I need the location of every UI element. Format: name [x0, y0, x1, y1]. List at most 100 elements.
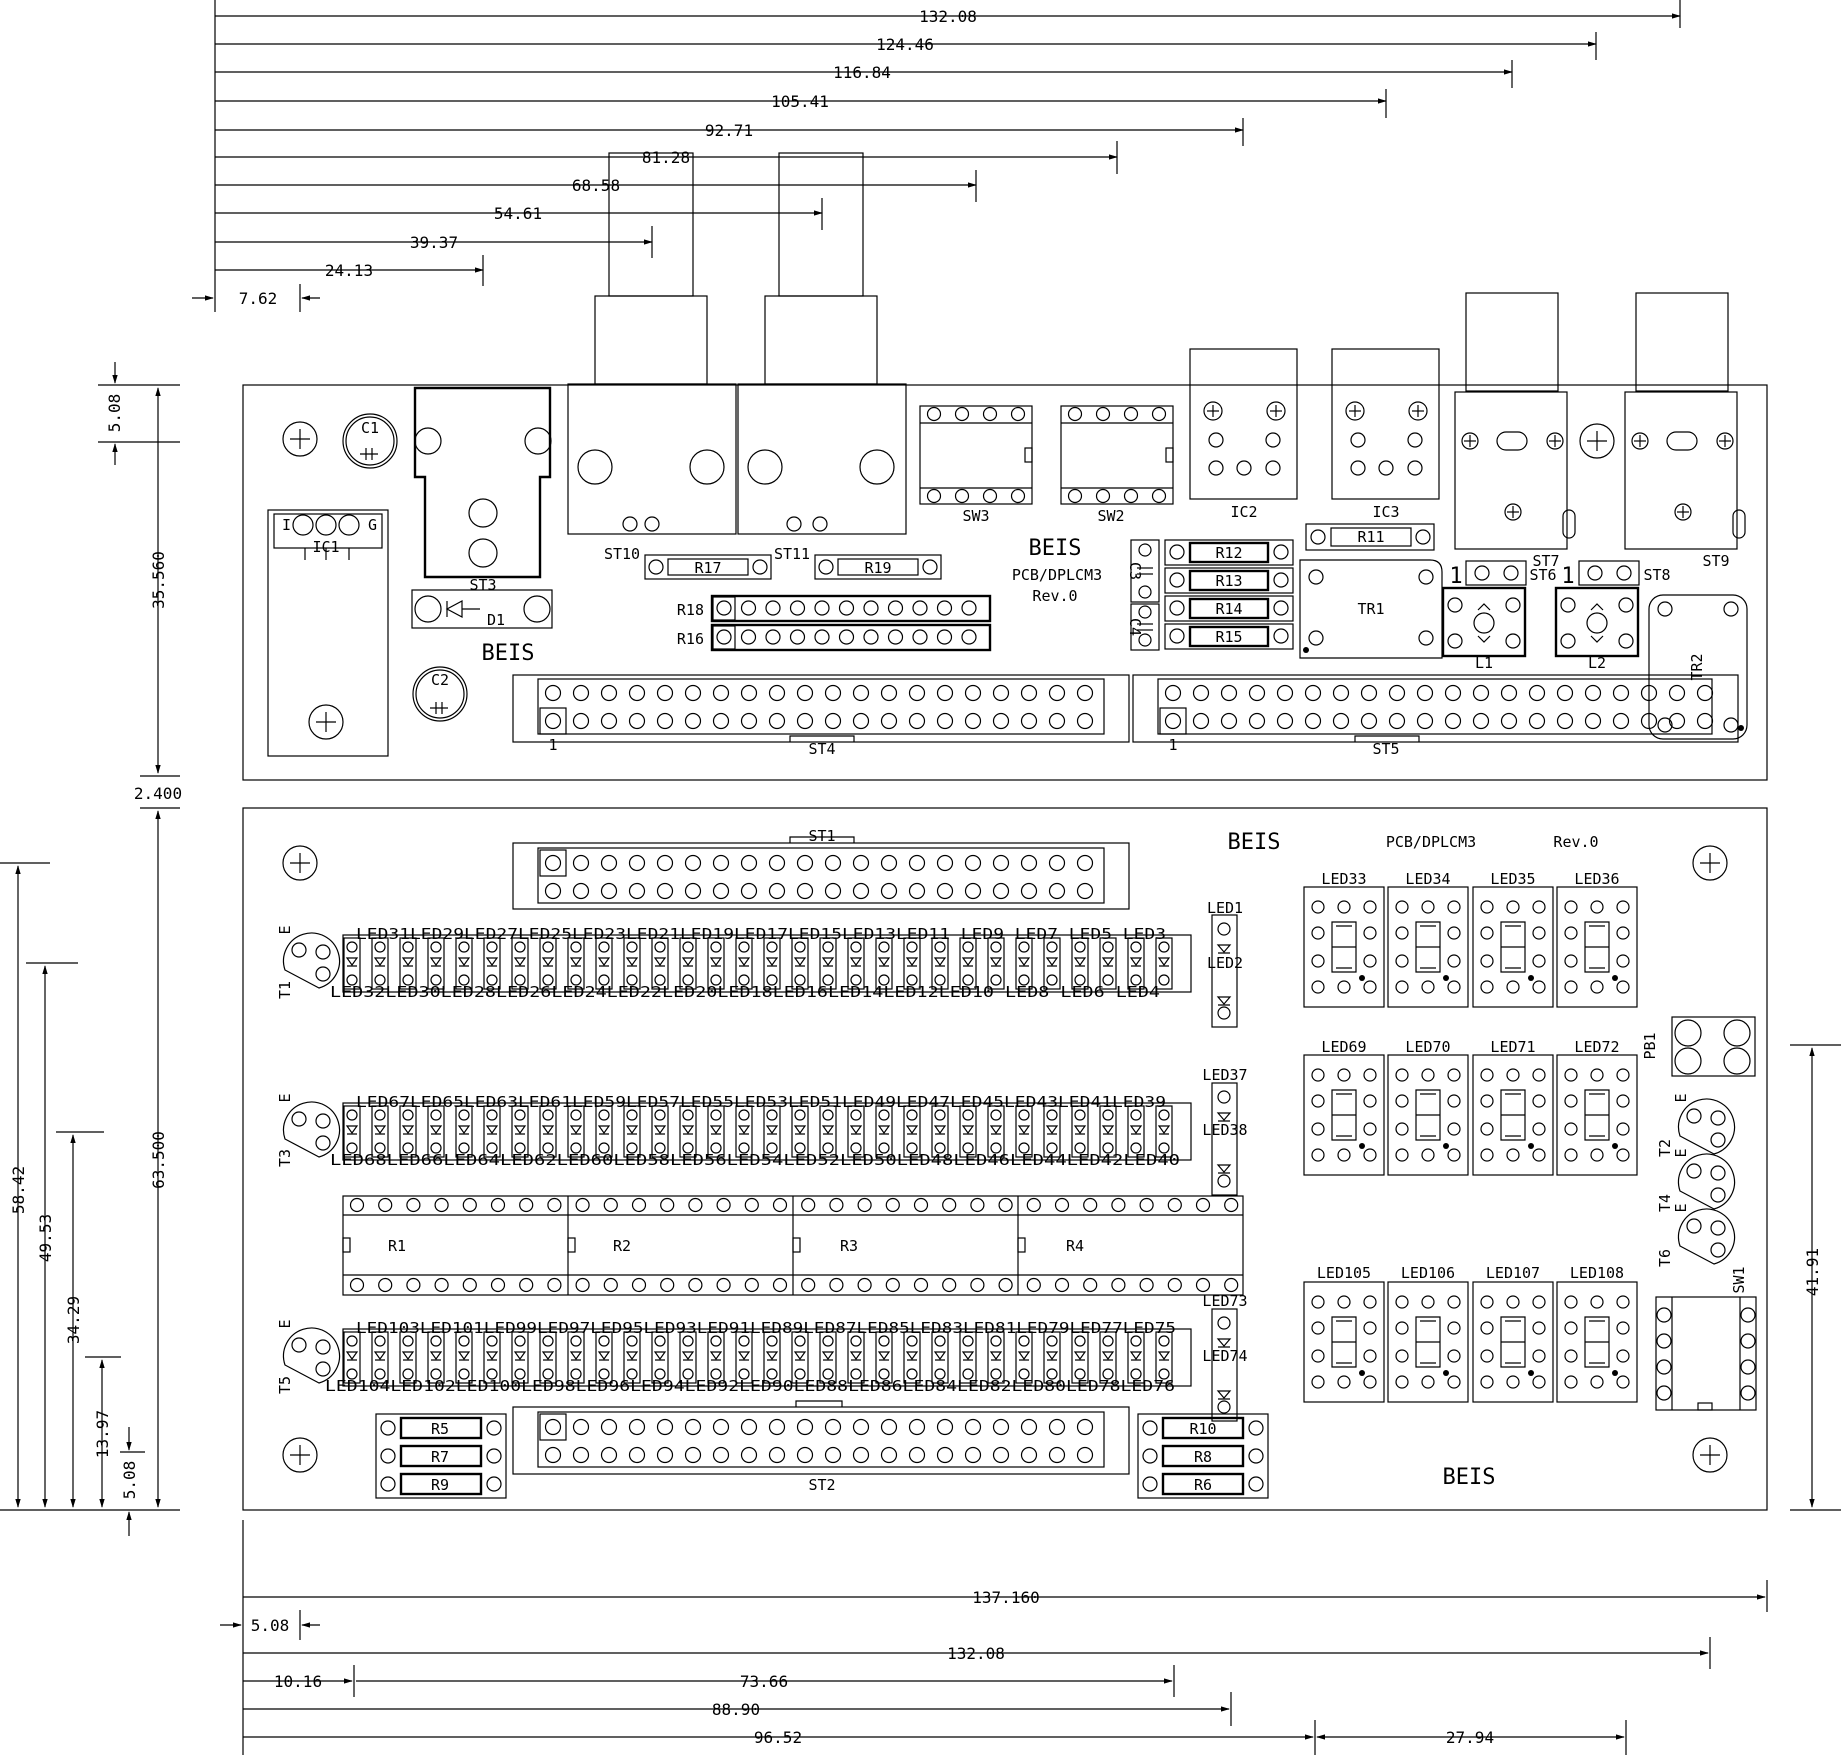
pin [1616, 900, 1630, 914]
diode-icon [1017, 957, 1031, 967]
pin [814, 600, 830, 616]
led-pad [906, 1142, 918, 1154]
pin [1026, 1197, 1041, 1213]
pin [1612, 712, 1630, 730]
led-pad [1130, 1368, 1142, 1380]
led-cell [1127, 1331, 1145, 1384]
pin [936, 712, 954, 730]
pin [688, 1277, 703, 1293]
pin [1304, 712, 1322, 730]
led-cell [483, 937, 501, 990]
display-led34-label: LED34 [1405, 870, 1450, 888]
pin [801, 1277, 816, 1293]
pin [1395, 1349, 1409, 1363]
diode-icon [793, 1351, 807, 1361]
r11-label: R11 [1357, 528, 1384, 546]
pin [1590, 980, 1604, 994]
pin [1421, 900, 1435, 914]
top-board-revision: Rev.0 [1032, 587, 1077, 605]
diode-icon [569, 1125, 583, 1135]
decimal-point [1359, 975, 1365, 981]
diode-icon [541, 1351, 555, 1361]
led-pad [1046, 941, 1058, 953]
display-body [1387, 1281, 1469, 1403]
led-cell [427, 937, 445, 990]
pin [1192, 684, 1210, 702]
diode-icon [1216, 1164, 1232, 1174]
led-row-2-top-labels: LED67LED65LED63LED61LED59LED57LED55LED53… [356, 1093, 1166, 1111]
diode-icon [457, 957, 471, 967]
led-cell [763, 1105, 781, 1158]
led-pad [458, 1142, 470, 1154]
led-cell [567, 937, 585, 990]
ic3-label: IC3 [1372, 503, 1399, 521]
diode-icon [933, 957, 947, 967]
pin [796, 1446, 814, 1464]
led-pad [1046, 974, 1058, 986]
led-pad [1046, 1368, 1058, 1380]
pin [1332, 684, 1350, 702]
pin [1472, 684, 1490, 702]
pin [291, 1337, 307, 1353]
diode-icon [401, 957, 415, 967]
pin [1506, 900, 1520, 914]
pin [378, 1197, 393, 1213]
resistor-body [399, 1416, 483, 1440]
led-pad [878, 1368, 890, 1380]
led-pad [1074, 1335, 1086, 1347]
display-body [1556, 1054, 1638, 1176]
st8-header: 1 ST8 [1561, 560, 1671, 589]
led-pad [1158, 1335, 1170, 1347]
led-pad [570, 974, 582, 986]
pin [1123, 406, 1139, 422]
seven-segment-display-row1-2 [1387, 886, 1469, 1008]
segment-icon [1331, 1089, 1357, 1141]
led-pad [542, 1109, 554, 1121]
pin [824, 882, 842, 900]
dim-bottom-132-08: 132.08 [947, 1644, 1005, 1663]
pin [1363, 954, 1377, 968]
pin [992, 1418, 1010, 1436]
bottom-board: BEIS PCB/DPLCM3 Rev.0 BEIS ST1 ST2 LED31… [242, 807, 1768, 1511]
pin [1532, 1375, 1546, 1389]
led-pad [402, 1368, 414, 1380]
diode-icon [849, 1351, 863, 1361]
resistor-body [1161, 1416, 1245, 1440]
led-pad [430, 941, 442, 953]
led-cell [679, 1105, 697, 1158]
pin [1710, 1110, 1726, 1126]
c3-label: C3 [1126, 562, 1144, 580]
led-cell [343, 1105, 361, 1158]
resistor-body [1161, 1472, 1245, 1496]
diode-icon [905, 957, 919, 967]
pin [964, 712, 982, 730]
pin [1395, 1094, 1409, 1108]
led-cell [595, 1331, 613, 1384]
led-cell [1099, 1105, 1117, 1158]
led-cell [847, 1331, 865, 1384]
led-cell [735, 1105, 753, 1158]
diode-icon [485, 1125, 499, 1135]
pin [1616, 1148, 1630, 1162]
led-pad [962, 1368, 974, 1380]
pin [712, 712, 730, 730]
pin [765, 629, 781, 645]
pin [628, 1446, 646, 1464]
pin [740, 629, 757, 645]
led-pad [1217, 1006, 1231, 1020]
pin [572, 1418, 590, 1436]
pin [824, 684, 842, 702]
diode-icon [709, 957, 723, 967]
led-pad [570, 1368, 582, 1380]
led-pad [486, 1368, 498, 1380]
pin [1111, 1277, 1126, 1293]
led-cell [959, 1331, 977, 1384]
display-led108-label: LED108 [1570, 1264, 1624, 1282]
decimal-point [1443, 1370, 1449, 1376]
sw2-label: SW2 [1097, 507, 1124, 525]
led-pad [962, 1142, 974, 1154]
pin [936, 1446, 954, 1464]
pin [885, 1197, 900, 1213]
led-pad [990, 1368, 1002, 1380]
pin [1337, 1295, 1351, 1309]
